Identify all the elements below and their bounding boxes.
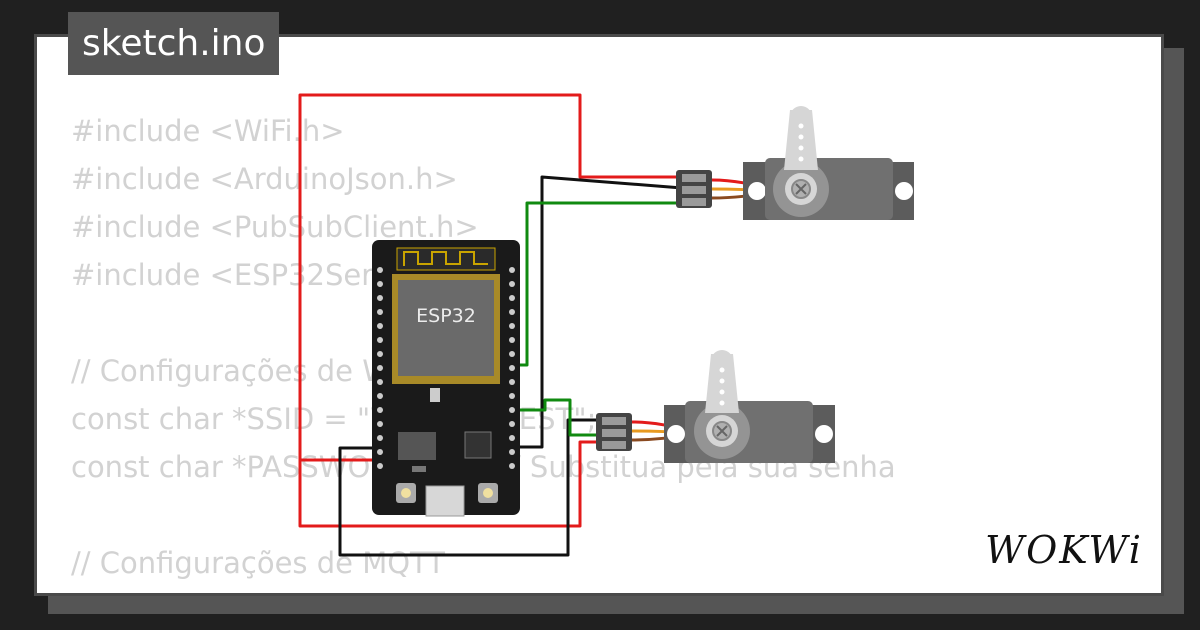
file-title: sketch.ino	[68, 12, 280, 75]
wire-ground-top	[515, 175, 683, 449]
servo-motor-icon[interactable]	[676, 106, 914, 220]
code-line-1: #include <WiFi.h>	[71, 114, 345, 148]
wire-power-bottom	[298, 440, 600, 528]
wire-signal-top	[515, 201, 682, 367]
wokwi-logo-icon[interactable]: WOKWi	[974, 520, 1154, 580]
code-line-10: // Configurações de MQTT	[71, 546, 445, 580]
preview-card: #include <WiFi.h> #include <ArduinoJson.h…	[34, 34, 1164, 596]
servo-motor-icon[interactable]	[596, 350, 835, 463]
chip-label: ESP32	[416, 305, 476, 327]
wire-ground-bottom	[338, 418, 600, 557]
wire-signal-bottom	[515, 398, 600, 437]
brand-logo-text: WOKWi	[985, 528, 1143, 572]
esp32-board-icon[interactable]: ESP32	[372, 240, 520, 517]
code-line-3: #include <PubSubClient.h>	[71, 210, 479, 244]
code-line-2: #include <ArduinoJson.h>	[71, 162, 458, 196]
code-preview: #include <WiFi.h> #include <ArduinoJson.h…	[71, 107, 896, 593]
